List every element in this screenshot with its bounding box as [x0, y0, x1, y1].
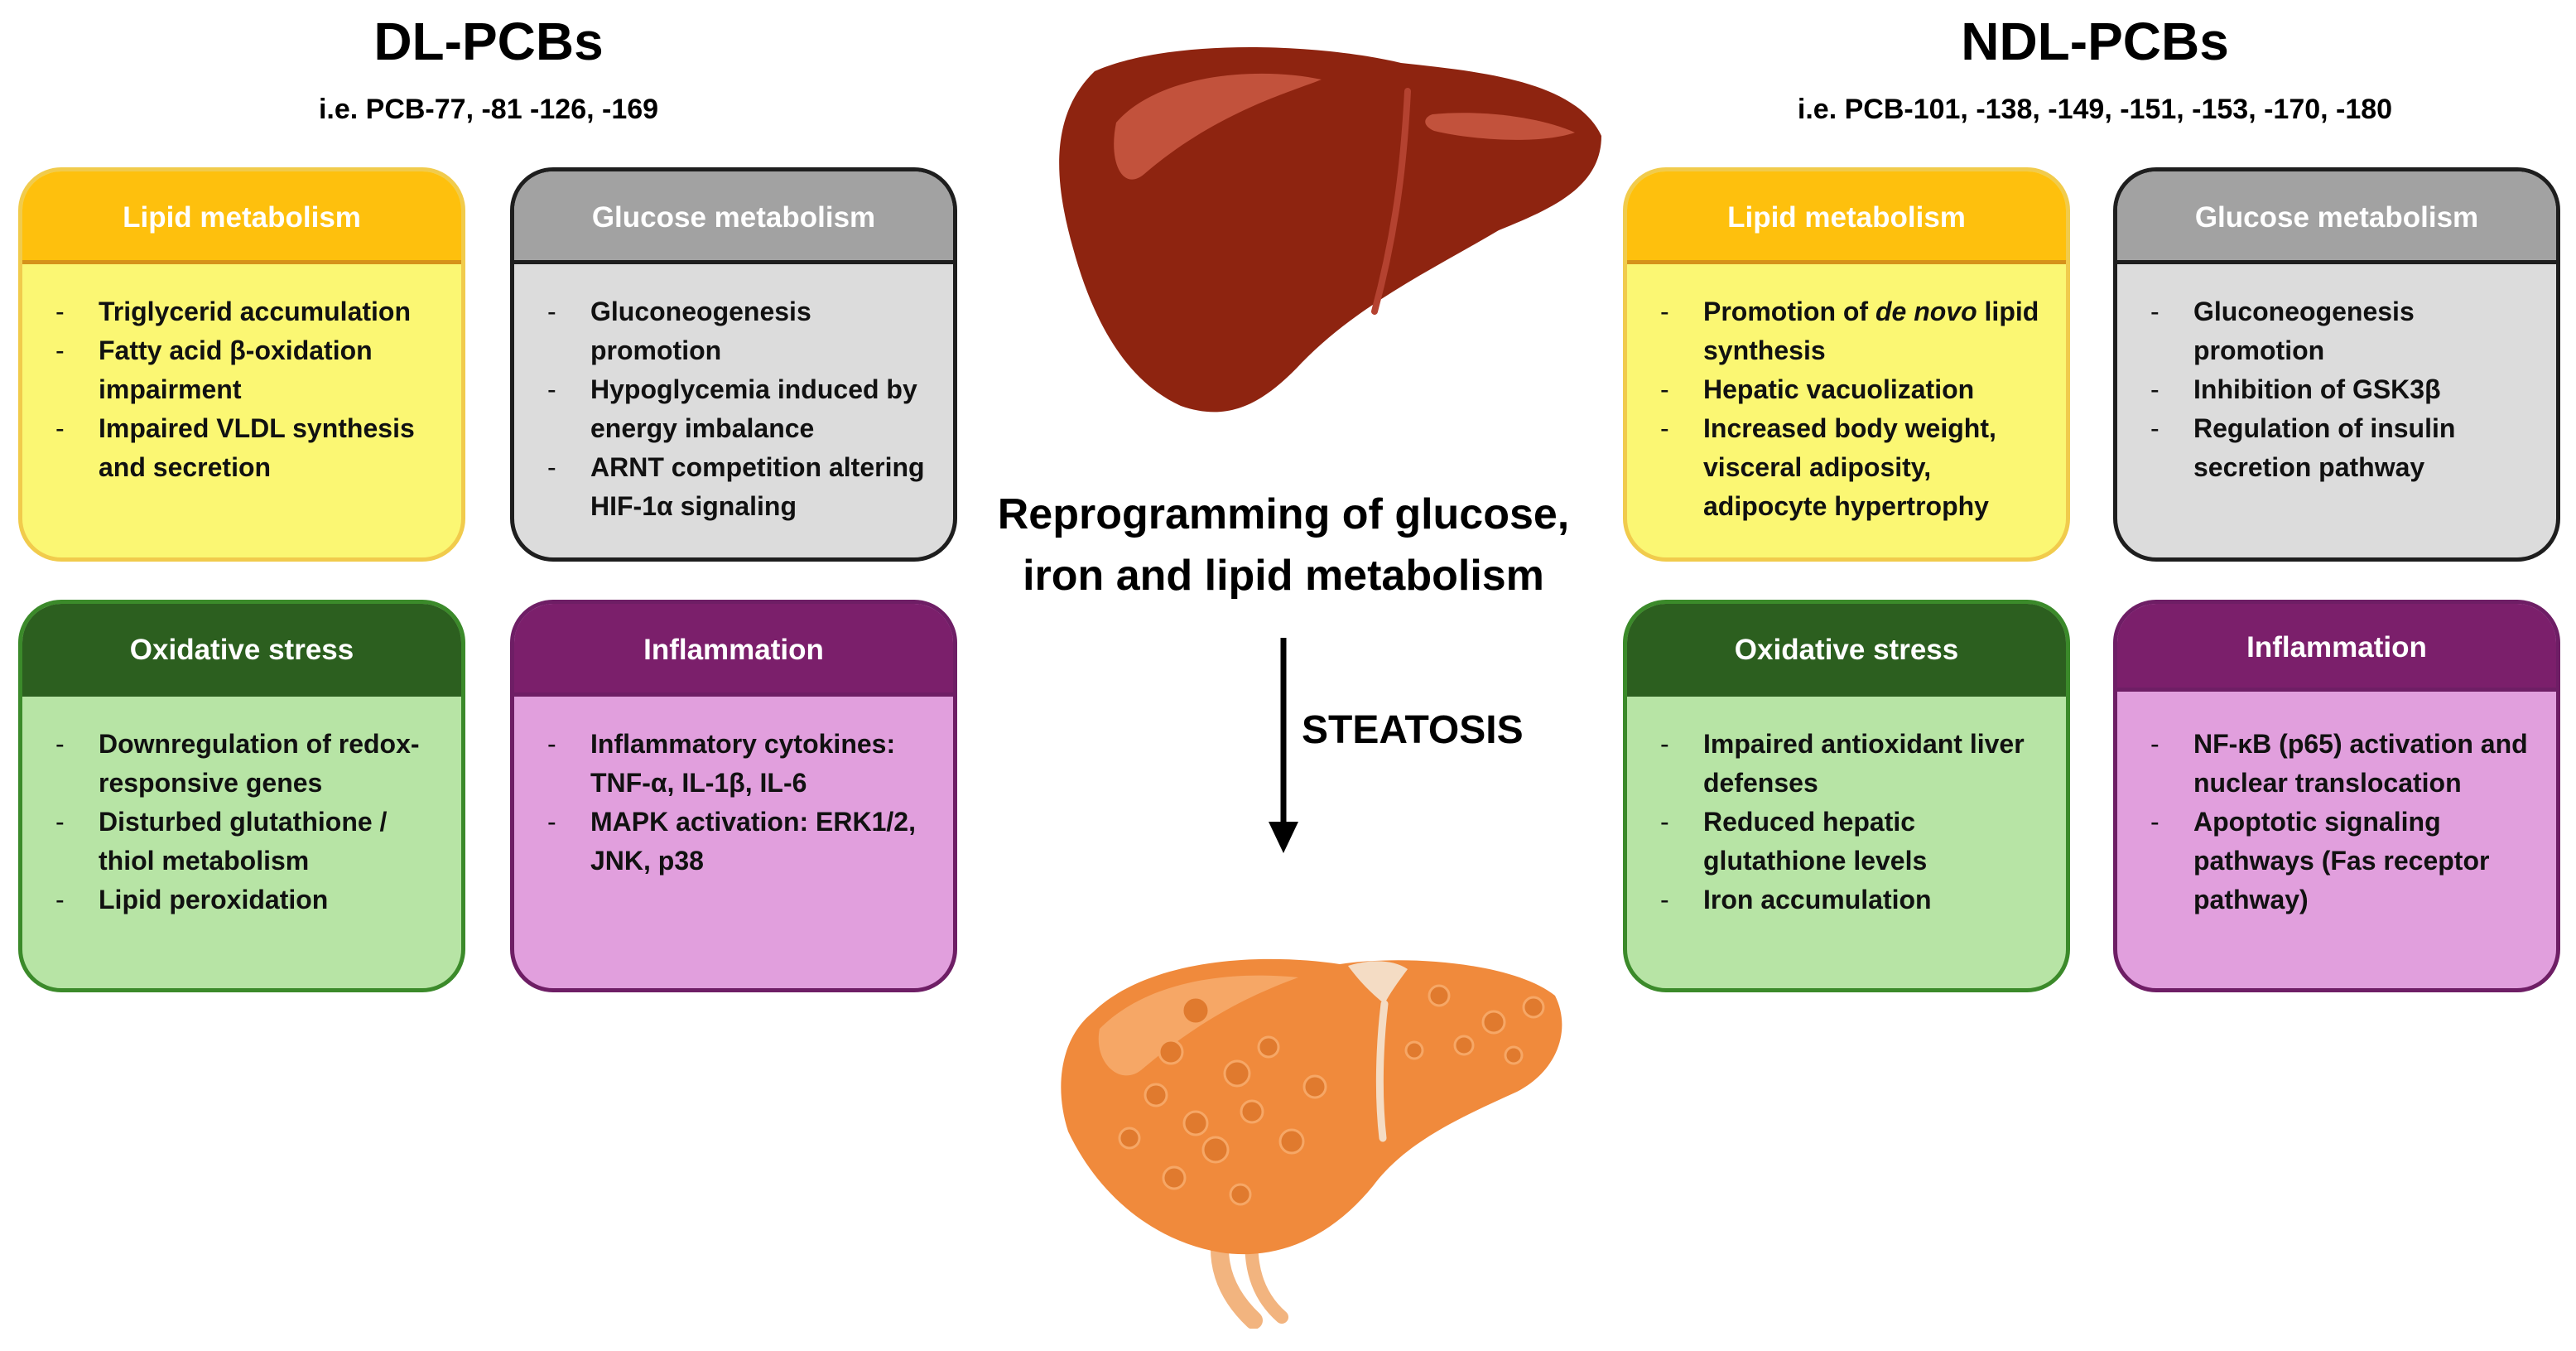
- list-item: Inhibition of GSK3β: [2150, 370, 2540, 409]
- dl-pcbs-subtitle: i.e. PCB-77, -81 -126, -169: [318, 94, 659, 125]
- dl-inflammation-box: Inflammation Inflammatory cytokines: TNF…: [510, 600, 957, 992]
- item-list: Promotion of de novo lipid synthesis Hep…: [1627, 264, 2066, 526]
- dl-pcbs-header: DL-PCBs i.e. PCB-77, -81 -126, -169: [17, 8, 961, 128]
- item-list: Gluconeogenesis promotion Hypoglycemia i…: [514, 264, 953, 526]
- item-list: Triglycerid accumulation Fatty acid β-ox…: [22, 264, 461, 487]
- steatosis-label: STEATOSIS: [1302, 708, 1524, 752]
- dl-pcbs-title: DL-PCBs: [373, 12, 604, 71]
- item-list: Gluconeogenesis promotion Inhibition of …: [2117, 264, 2556, 487]
- ndl-pcbs-header: NDL-PCBs i.e. PCB-101, -138, -149, -151,…: [1623, 8, 2567, 128]
- list-item: MAPK activation: ERK1/2, JNK, p38: [547, 803, 937, 881]
- list-item: Apoptotic signaling pathways (Fas recept…: [2150, 803, 2540, 919]
- reprogramming-text: Reprogramming of glucose, iron and lipid…: [977, 484, 1590, 606]
- list-item: Hepatic vacuolization: [1660, 370, 2049, 409]
- list-item: Promotion of de novo lipid synthesis: [1660, 292, 2049, 370]
- list-item: Gluconeogenesis promotion: [2150, 292, 2540, 370]
- box-header: Glucose metabolism: [514, 171, 953, 264]
- list-item: Triglycerid accumulation: [55, 292, 445, 331]
- ndl-glucose-metabolism-box: Glucose metabolism Gluconeogenesis promo…: [2113, 167, 2560, 562]
- list-item: Reduced hepatic glutathione levels: [1660, 803, 2049, 881]
- box-header: Oxidative stress: [1627, 604, 2066, 697]
- box-header: Lipid metabolism: [1627, 171, 2066, 264]
- list-item: Impaired antioxidant liver defenses: [1660, 725, 2049, 803]
- list-item: NF-κB (p65) activation and nuclear trans…: [2150, 725, 2540, 803]
- box-header: Inflammation: [2117, 604, 2556, 692]
- dl-oxidative-stress-box: Oxidative stress Downregulation of redox…: [18, 600, 465, 992]
- reprogramming-line-2: iron and lipid metabolism: [1023, 552, 1544, 600]
- list-item: ARNT competition altering HIF-1α signali…: [547, 448, 937, 526]
- item-list: NF-κB (p65) activation and nuclear trans…: [2117, 692, 2556, 919]
- fatty-liver-icon: [1061, 958, 1562, 1329]
- ndl-pcbs-subtitle: i.e. PCB-101, -138, -149, -151, -153, -1…: [1797, 94, 2393, 125]
- ndl-lipid-metabolism-box: Lipid metabolism Promotion of de novo li…: [1623, 167, 2070, 562]
- box-header: Lipid metabolism: [22, 171, 461, 264]
- item-list: Impaired antioxidant liver defenses Redu…: [1627, 697, 2066, 919]
- list-item: Increased body weight, visceral adiposit…: [1660, 409, 2049, 526]
- box-header: Oxidative stress: [22, 604, 461, 697]
- healthy-liver-icon: [1059, 46, 1601, 413]
- item-list: Inflammatory cytokines: TNF-α, IL-1β, IL…: [514, 697, 953, 881]
- ndl-pcbs-title: NDL-PCBs: [1961, 12, 2229, 71]
- reprogramming-line-1: Reprogramming of glucose,: [997, 490, 1570, 538]
- box-header: Glucose metabolism: [2117, 171, 2556, 264]
- list-item: Disturbed glutathione / thiol metabolism: [55, 803, 445, 881]
- ndl-oxidative-stress-box: Oxidative stress Impaired antioxidant li…: [1623, 600, 2070, 992]
- list-item: Lipid peroxidation: [55, 881, 445, 919]
- fat-droplets: [1118, 984, 1545, 1206]
- list-item: Impaired VLDL synthesis and secretion: [55, 409, 445, 487]
- list-item: Iron accumulation: [1660, 881, 2049, 919]
- box-header: Inflammation: [514, 604, 953, 697]
- ndl-inflammation-box: Inflammation NF-κB (p65) activation and …: [2113, 600, 2560, 992]
- list-item: Fatty acid β-oxidation impairment: [55, 331, 445, 409]
- list-item: Hypoglycemia induced by energy imbalance: [547, 370, 937, 448]
- list-item: Downregulation of redox-responsive genes: [55, 725, 445, 803]
- list-item: Regulation of insulin secretion pathway: [2150, 409, 2540, 487]
- down-arrow-icon: [1269, 638, 1298, 853]
- list-item: Inflammatory cytokines: TNF-α, IL-1β, IL…: [547, 725, 937, 803]
- dl-glucose-metabolism-box: Glucose metabolism Gluconeogenesis promo…: [510, 167, 957, 562]
- item-list: Downregulation of redox-responsive genes…: [22, 697, 461, 919]
- list-item: Gluconeogenesis promotion: [547, 292, 937, 370]
- dl-lipid-metabolism-box: Lipid metabolism Triglycerid accumulatio…: [18, 167, 465, 562]
